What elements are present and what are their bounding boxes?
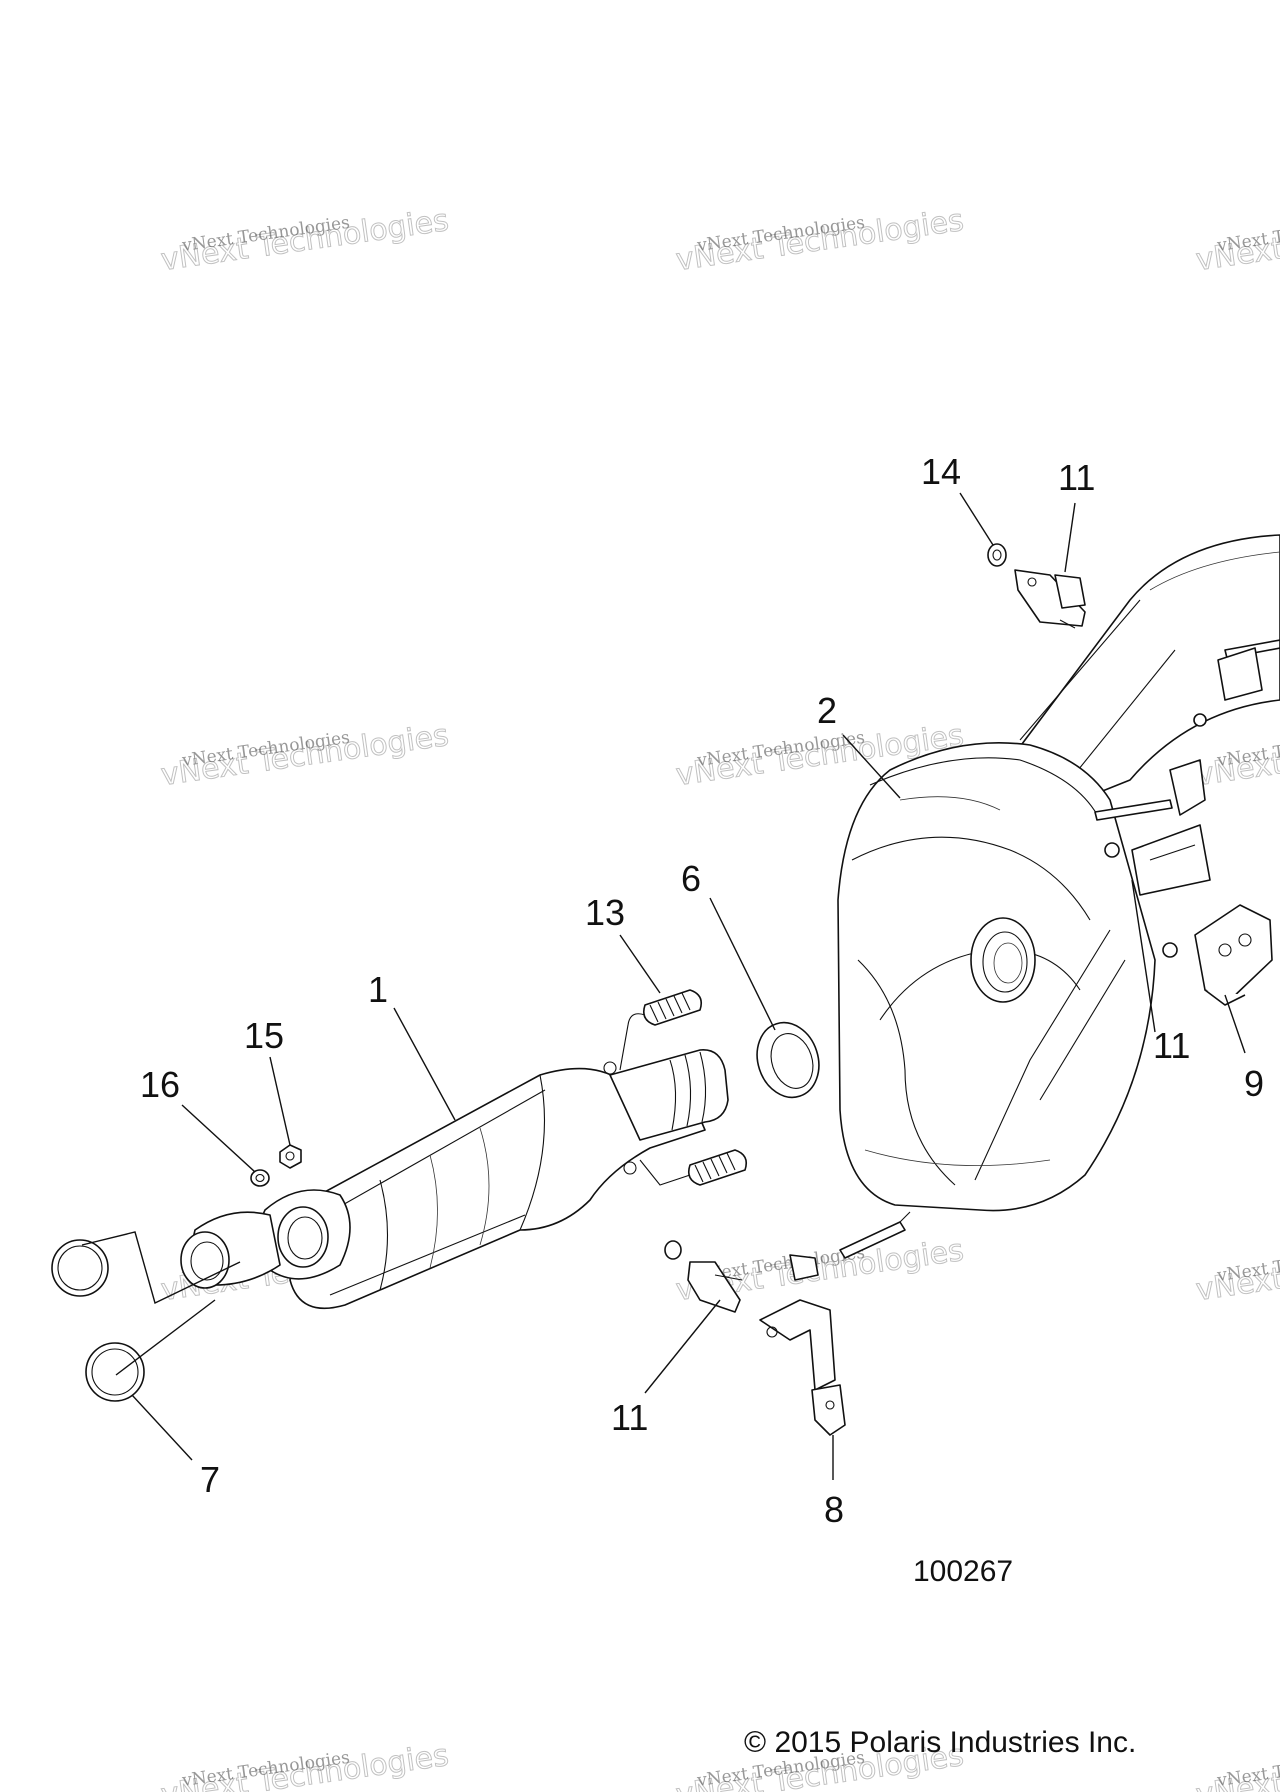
watermark: vNext Technologies vNext Technologies: [1193, 203, 1280, 279]
bolt-part-14[interactable]: [987, 543, 1007, 567]
bracket-part-11-bottom[interactable]: [687, 1254, 819, 1313]
callout-7: 7: [200, 1459, 220, 1500]
bolt-part-bottom[interactable]: [664, 1240, 682, 1260]
callout-13: 13: [585, 892, 625, 933]
callout-16: 16: [140, 1064, 180, 1105]
watermark: vNext Technologies vNext Technologies: [1193, 1738, 1280, 1792]
muffler-part-2[interactable]: [837, 534, 1280, 1259]
callout-11-top: 11: [1058, 457, 1095, 498]
watermark: vNext Technologies vNext Technologies: [158, 1738, 451, 1792]
bracket-part-9[interactable]: [1194, 904, 1273, 1006]
watermark: vNext Technologies vNext Technologies: [1193, 1233, 1280, 1309]
callouts: 1 2 6 7 8 9 11 11 11 13 14 15 16: [140, 451, 1264, 1530]
head-pipe-part-1[interactable]: [180, 1049, 729, 1310]
figure-number: 100267: [913, 1555, 1013, 1588]
callout-6: 6: [681, 858, 701, 899]
bracket-part-8[interactable]: [759, 1299, 846, 1436]
exhaust-gasket-part-7-upper[interactable]: [51, 1239, 109, 1297]
watermark: vNext Technologies vNext Technologies: [1193, 718, 1280, 794]
spring-part-13-lower[interactable]: [639, 1149, 748, 1186]
gasket-part-6[interactable]: [748, 1015, 829, 1106]
callout-15: 15: [244, 1015, 284, 1056]
washer-part-16[interactable]: [250, 1169, 270, 1187]
callout-9: 9: [1244, 1063, 1264, 1104]
nut-part-15[interactable]: [279, 1144, 302, 1169]
callout-11-right: 11: [1153, 1025, 1190, 1066]
watermark: vNext Technologies vNext Technologies: [158, 203, 451, 279]
exhaust-gasket-part-7-lower[interactable]: [85, 1342, 145, 1402]
leader-lines: [81, 492, 1246, 1480]
watermark: vNext Technologies vNext Technologies: [673, 203, 966, 279]
callout-8: 8: [824, 1489, 844, 1530]
callout-1: 1: [368, 969, 388, 1010]
callout-11-bottom: 11: [611, 1397, 648, 1438]
watermark: vNext Technologies vNext Technologies: [158, 718, 451, 794]
bracket-part-11-right[interactable]: [1104, 647, 1263, 958]
callout-2: 2: [817, 690, 837, 731]
copyright: © 2015 Polaris Industries Inc.: [744, 1726, 1136, 1759]
callout-14: 14: [921, 451, 961, 492]
bracket-part-11-top[interactable]: [1014, 569, 1086, 629]
spring-part-13-upper[interactable]: [619, 989, 703, 1071]
